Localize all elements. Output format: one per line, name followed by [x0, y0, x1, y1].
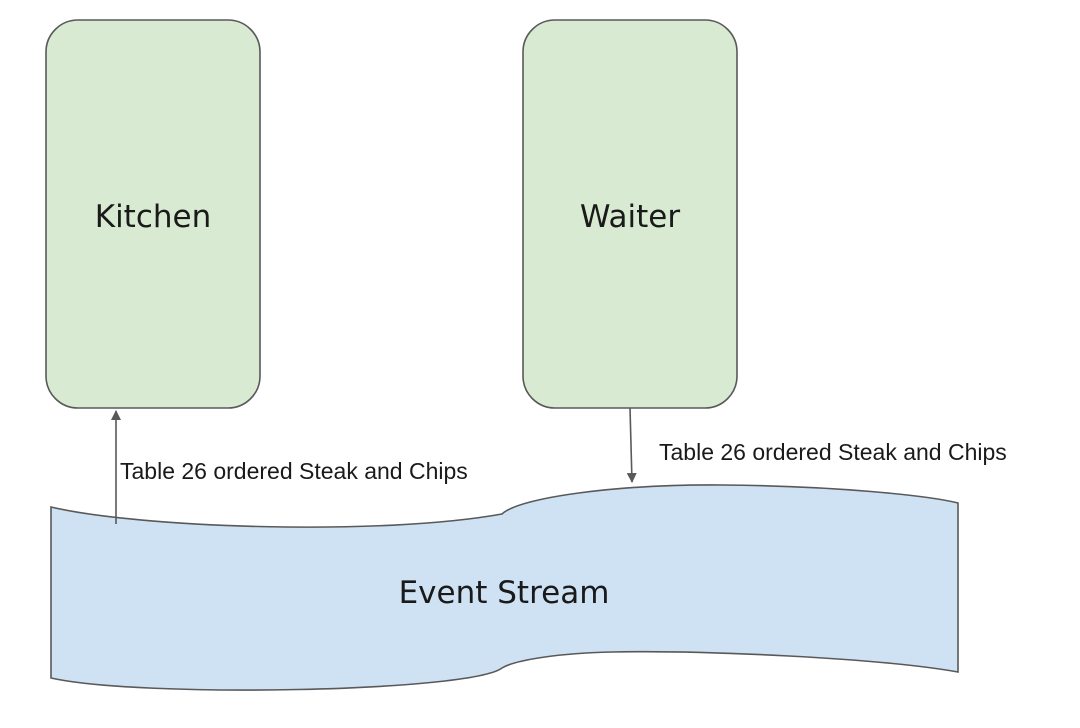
waiter-to-stream-label: Table 26 ordered Steak and Chips [659, 439, 1007, 465]
event-stream-label: Event Stream [399, 575, 610, 611]
kitchen-node[interactable]: Kitchen [45, 19, 261, 409]
event-stream-shape [50, 484, 959, 691]
waiter-to-stream-arrow [626, 407, 637, 483]
kitchen-label: Kitchen [95, 199, 212, 235]
stream-to-kitchen-label: Table 26 ordered Steak and Chips [120, 458, 468, 484]
waiter-node[interactable]: Waiter [522, 19, 738, 409]
edge-waiter-to-stream: Table 26 ordered Steak and Chips [626, 407, 1007, 483]
event-stream-node[interactable]: Event Stream [50, 484, 959, 691]
waiter-label: Waiter [580, 199, 681, 235]
kitchen-box [45, 19, 261, 409]
edge-stream-to-kitchen: Table 26 ordered Steak and Chips [111, 410, 468, 524]
